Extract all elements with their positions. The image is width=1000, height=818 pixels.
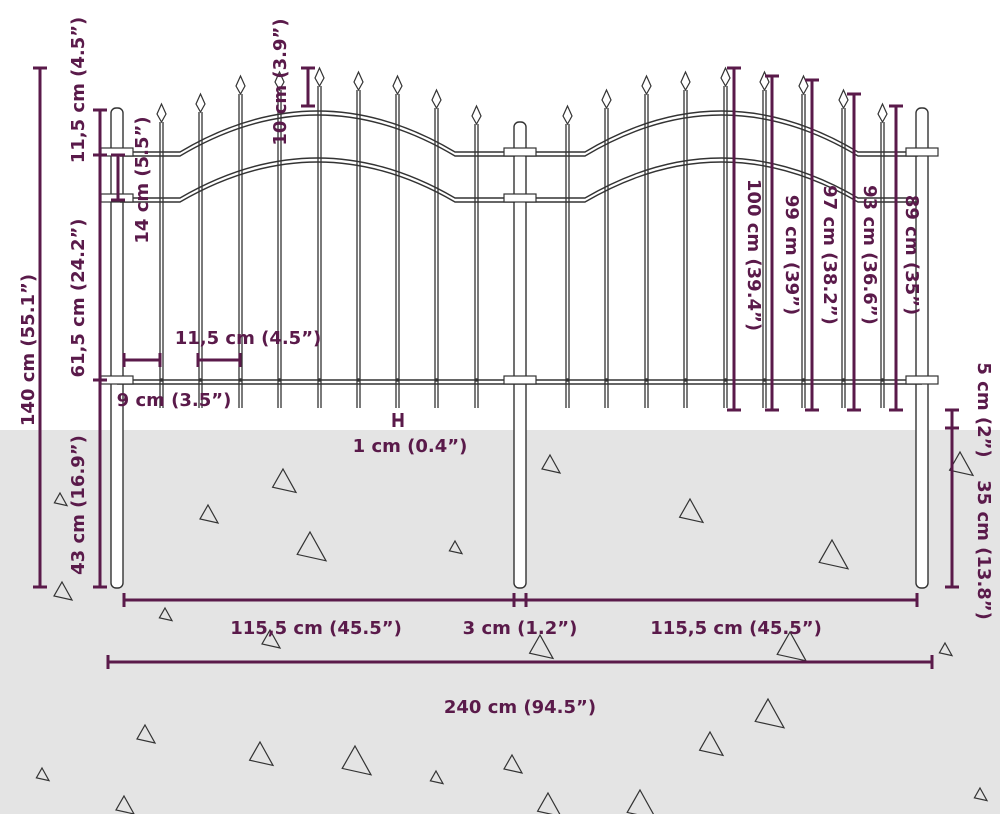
spike: [680, 70, 691, 92]
label-post-depth: 35 cm (13.8”): [973, 480, 994, 620]
stone: [53, 580, 74, 601]
stone: [271, 467, 298, 494]
spike: [274, 70, 285, 92]
bar-rivet: [317, 378, 322, 382]
spike: [314, 66, 325, 88]
label-spike-height: 10 cm (3.9”): [270, 18, 291, 145]
spike: [601, 88, 612, 110]
spike: [431, 88, 442, 110]
stone: [938, 641, 954, 657]
stone: [973, 786, 989, 802]
lower-rail: [525, 161, 918, 203]
label-bar-thickness: 1 cm (0.4”): [353, 436, 468, 457]
stone: [448, 539, 464, 555]
stone: [754, 697, 786, 729]
bar-rivet: [434, 378, 439, 382]
spike: [798, 74, 809, 96]
stone: [818, 538, 850, 570]
stone: [248, 740, 275, 767]
bar-rivet: [238, 378, 243, 382]
bar-rivet: [762, 378, 767, 382]
stone: [35, 766, 51, 782]
bar-rivet: [198, 378, 203, 382]
bar-rivet: [723, 378, 728, 382]
label-height-97: 97 cm (38.2”): [819, 185, 840, 325]
stone: [541, 453, 562, 474]
fence-post: [513, 121, 527, 589]
label-end-gap: 9 cm (3.5”): [117, 390, 232, 411]
bar-rivet: [565, 378, 570, 382]
stone: [429, 769, 445, 785]
upper-rail: [525, 114, 918, 157]
stone: [503, 753, 524, 774]
fence-post: [110, 107, 124, 589]
label-height-93: 93 cm (36.6”): [859, 185, 880, 325]
stone: [136, 723, 157, 744]
label-bar-spacing: 11,5 cm (4.5”): [175, 328, 322, 349]
spike: [156, 102, 167, 124]
label-total-width: 240 cm (94.5”): [444, 697, 596, 718]
dimension-lines: [33, 66, 959, 669]
stone: [261, 628, 282, 649]
spike: [235, 74, 246, 96]
label-ground-depth: 43 cm (16.9”): [68, 435, 89, 575]
stone: [199, 503, 220, 524]
stone: [158, 606, 174, 622]
bar-rivet: [683, 378, 688, 382]
spike: [720, 66, 731, 88]
label-panel-left: 115,5 cm (45.5”): [230, 618, 402, 639]
rail-bracket: [905, 375, 939, 385]
spike: [392, 74, 403, 96]
bar-rivet: [474, 378, 479, 382]
bar-rivet: [880, 378, 885, 382]
bar-rivet: [277, 378, 282, 382]
spike: [562, 104, 573, 126]
label-height-99: 99 cm (39”): [781, 195, 802, 315]
stone: [948, 450, 975, 477]
label-height-89: 89 cm (35”): [901, 195, 922, 315]
stone: [53, 491, 69, 507]
spike: [353, 70, 364, 92]
label-post-gap: 5 cm (2”): [973, 362, 994, 457]
upper-rail: [525, 110, 918, 153]
bar-rivet: [644, 378, 649, 382]
bar-rivet: [159, 378, 164, 382]
ground-area: [0, 430, 1000, 814]
stone: [776, 630, 808, 662]
rail-bracket: [503, 375, 537, 385]
label-mid-section: 61,5 cm (24.2”): [68, 218, 89, 377]
lower-rail: [525, 157, 918, 199]
label-panel-right: 115,5 cm (45.5”): [650, 618, 822, 639]
bar-rivet: [395, 378, 400, 382]
stone: [528, 633, 555, 660]
bar-rivet: [604, 378, 609, 382]
spike: [759, 70, 770, 92]
stone: [341, 744, 373, 776]
stone: [698, 730, 725, 757]
stone: [678, 497, 705, 524]
stone: [296, 530, 328, 562]
label-top-section: 11,5 cm (4.5”): [68, 17, 89, 164]
label-rail-gap: 14 cm (5.5”): [132, 116, 153, 243]
bar-rivet: [356, 378, 361, 382]
spike: [877, 102, 888, 124]
bar-rivet: [841, 378, 846, 382]
stone: [115, 794, 136, 815]
rail-bracket: [905, 147, 939, 157]
ground-stones: [35, 450, 989, 818]
bar-rivet: [801, 378, 806, 382]
rail-bracket: [503, 147, 537, 157]
label-total-height: 140 cm (55.1”): [18, 274, 39, 426]
label-post-width: 3 cm (1.2”): [463, 618, 578, 639]
spike: [471, 104, 482, 126]
label-height-100: 100 cm (39.4”): [743, 179, 764, 331]
spike: [641, 74, 652, 96]
fence-post: [915, 107, 929, 589]
spike: [195, 92, 206, 114]
fence: [100, 66, 939, 589]
spike: [838, 88, 849, 110]
rail-bracket: [503, 193, 537, 203]
